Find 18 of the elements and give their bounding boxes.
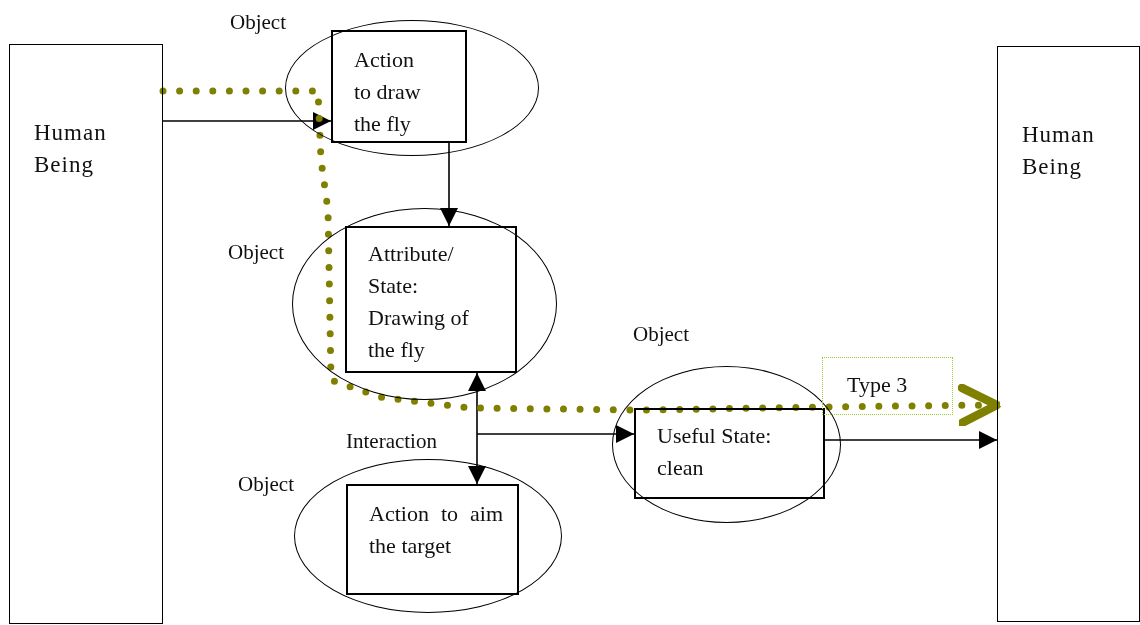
object-label: Object bbox=[228, 240, 284, 264]
dotted-arrow bbox=[159, 87, 1002, 428]
interaction-label: Interaction bbox=[346, 429, 437, 453]
object-label: Object bbox=[633, 322, 689, 346]
edge-label: Type 3 bbox=[822, 357, 953, 415]
human-being-box: Human Being bbox=[997, 46, 1140, 622]
process-box: Action to draw the fly bbox=[331, 30, 467, 143]
human-being-box: Human Being bbox=[9, 44, 163, 624]
process-box: Attribute/ State: Drawing of the fly bbox=[345, 226, 517, 373]
arrow bbox=[162, 112, 332, 130]
double-arrow bbox=[468, 372, 486, 485]
arrow bbox=[440, 142, 458, 227]
object-label: Object bbox=[230, 10, 286, 34]
process-box: Action to aim the target bbox=[346, 484, 519, 595]
object-label: Object bbox=[238, 472, 294, 496]
arrow bbox=[476, 425, 635, 443]
arrow bbox=[824, 431, 998, 449]
process-box: Useful State: clean bbox=[634, 408, 825, 499]
